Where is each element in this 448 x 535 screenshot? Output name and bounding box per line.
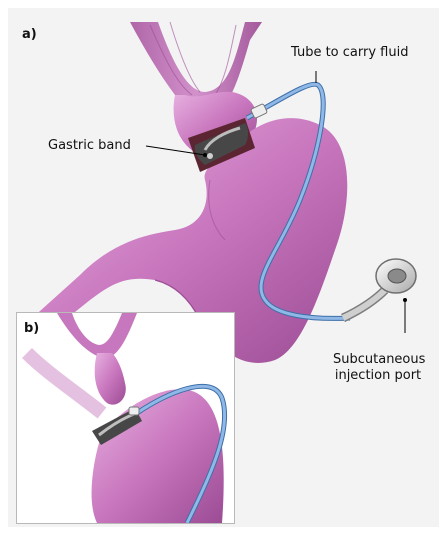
panel-b-inset: b) xyxy=(16,312,235,524)
inset-stomach xyxy=(92,389,224,523)
inset-pouch xyxy=(95,353,126,405)
port-label-line2: injection port xyxy=(333,368,423,383)
tube-label: Tube to carry fluid xyxy=(291,45,408,60)
inset-esophagus xyxy=(57,313,137,358)
panel-label-a: a) xyxy=(22,27,37,42)
band-label: Gastric band xyxy=(48,138,131,153)
port-label-line1: Subcutaneous xyxy=(333,352,423,367)
panel-label-b: b) xyxy=(24,321,39,336)
inset-diagram xyxy=(17,313,234,523)
